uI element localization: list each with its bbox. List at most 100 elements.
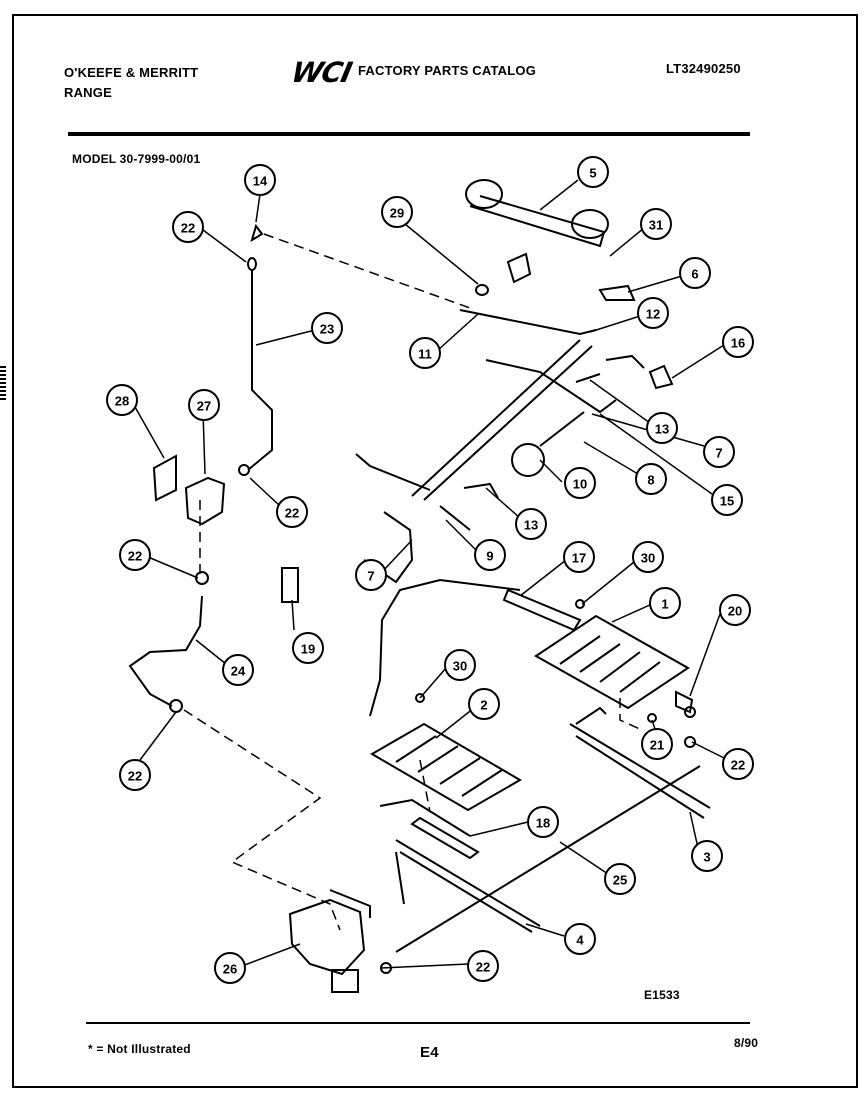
part-callout-11: 11	[409, 337, 441, 369]
part-callout-1: 1	[649, 587, 681, 619]
callout-number: 22	[128, 549, 142, 564]
callout-number: 12	[646, 307, 660, 322]
oven-valve-body	[288, 889, 392, 993]
callout-number: 22	[285, 506, 299, 521]
callout-number: 4	[576, 933, 584, 948]
part-callout-2: 2	[468, 688, 500, 720]
part-callout-22: 22	[722, 748, 754, 780]
part-callout-8: 8	[635, 463, 667, 495]
model-number: MODEL 30-7999-00/01	[72, 152, 201, 166]
callout-number: 27	[197, 399, 211, 414]
callout-circle	[649, 587, 681, 619]
header-rule	[68, 132, 750, 136]
part-callout-28: 28	[106, 384, 138, 416]
catalog-number: LT32490250	[666, 61, 741, 76]
callout-circle	[311, 312, 343, 344]
gas-line	[395, 765, 701, 953]
callout-circle	[635, 463, 667, 495]
part-callout-4: 4	[564, 923, 596, 955]
callout-number: 23	[320, 322, 334, 337]
callout-number: 13	[524, 518, 538, 533]
left-tubing	[128, 223, 299, 713]
callout-circle	[172, 211, 204, 243]
callout-number: 20	[728, 604, 742, 619]
callout-circle	[577, 156, 609, 188]
callout-circle	[563, 541, 595, 573]
callout-circle	[564, 923, 596, 955]
callout-number: 19	[301, 642, 315, 657]
callout-number: 24	[231, 664, 246, 679]
part-callout-23: 23	[311, 312, 343, 344]
callout-circle	[381, 196, 413, 228]
callout-number: 8	[647, 473, 654, 488]
callout-number: 18	[536, 816, 550, 831]
burner-tubes	[379, 706, 711, 933]
callout-circle	[214, 952, 246, 984]
part-callout-10: 10	[564, 467, 596, 499]
callout-circle	[515, 508, 547, 540]
callout-circle	[409, 337, 441, 369]
part-callout-21: 21	[641, 728, 673, 760]
part-callout-9: 9	[474, 539, 506, 571]
callout-circle	[119, 539, 151, 571]
callout-number: 22	[128, 769, 142, 784]
callout-number: 7	[715, 446, 722, 461]
callout-circle	[679, 257, 711, 289]
callout-circle	[604, 863, 636, 895]
product-type: RANGE	[64, 85, 112, 100]
callout-number: 5	[589, 166, 596, 181]
leader-lines	[134, 179, 725, 969]
callout-number: 21	[650, 738, 664, 753]
part-callout-15: 15	[711, 484, 743, 516]
callout-circle	[640, 208, 672, 240]
top-valve-assembly	[355, 179, 674, 584]
callout-circle	[527, 806, 559, 838]
fittings	[415, 599, 696, 748]
callout-circle	[244, 164, 276, 196]
callout-circle	[292, 632, 324, 664]
callout-circle	[468, 688, 500, 720]
part-callout-3: 3	[691, 840, 723, 872]
revision-date: 8/90	[734, 1036, 759, 1050]
callout-number: 25	[613, 873, 627, 888]
callout-circle	[691, 840, 723, 872]
callout-circle	[467, 950, 499, 982]
part-callout-25: 25	[604, 863, 636, 895]
part-callout-13: 13	[646, 412, 678, 444]
callout-circle	[641, 728, 673, 760]
part-callout-16: 16	[722, 326, 754, 358]
callout-number: 28	[115, 394, 129, 409]
burner-shields	[370, 614, 690, 812]
callout-number: 14	[253, 174, 268, 189]
callout-circle	[722, 748, 754, 780]
part-callout-30: 30	[444, 649, 476, 681]
part-callout-22: 22	[172, 211, 204, 243]
callout-number: 26	[223, 962, 237, 977]
not-illustrated-note: * = Not Illustrated	[88, 1042, 191, 1056]
callout-circle	[632, 541, 664, 573]
callout-circle	[474, 539, 506, 571]
part-callout-14: 14	[244, 164, 276, 196]
callout-number: 30	[453, 659, 467, 674]
callout-number: 3	[703, 850, 710, 865]
callout-circle	[564, 467, 596, 499]
callout-circle	[722, 326, 754, 358]
callout-number: 29	[390, 206, 404, 221]
callout-number: 31	[649, 218, 663, 233]
callout-number: 22	[476, 960, 490, 975]
callout-circle	[637, 297, 669, 329]
part-callout-22: 22	[276, 496, 308, 528]
part-callout-6: 6	[679, 257, 711, 289]
callout-circle	[646, 412, 678, 444]
part-callout-17: 17	[563, 541, 595, 573]
page-number: E4	[420, 1044, 439, 1061]
part-callout-26: 26	[214, 952, 246, 984]
part-callout-12: 12	[637, 297, 669, 329]
part-callout-19: 19	[292, 632, 324, 664]
callout-number: 17	[572, 551, 586, 566]
part-callout-22: 22	[467, 950, 499, 982]
callout-number: 16	[731, 336, 745, 351]
diagram-drawing	[128, 179, 725, 993]
